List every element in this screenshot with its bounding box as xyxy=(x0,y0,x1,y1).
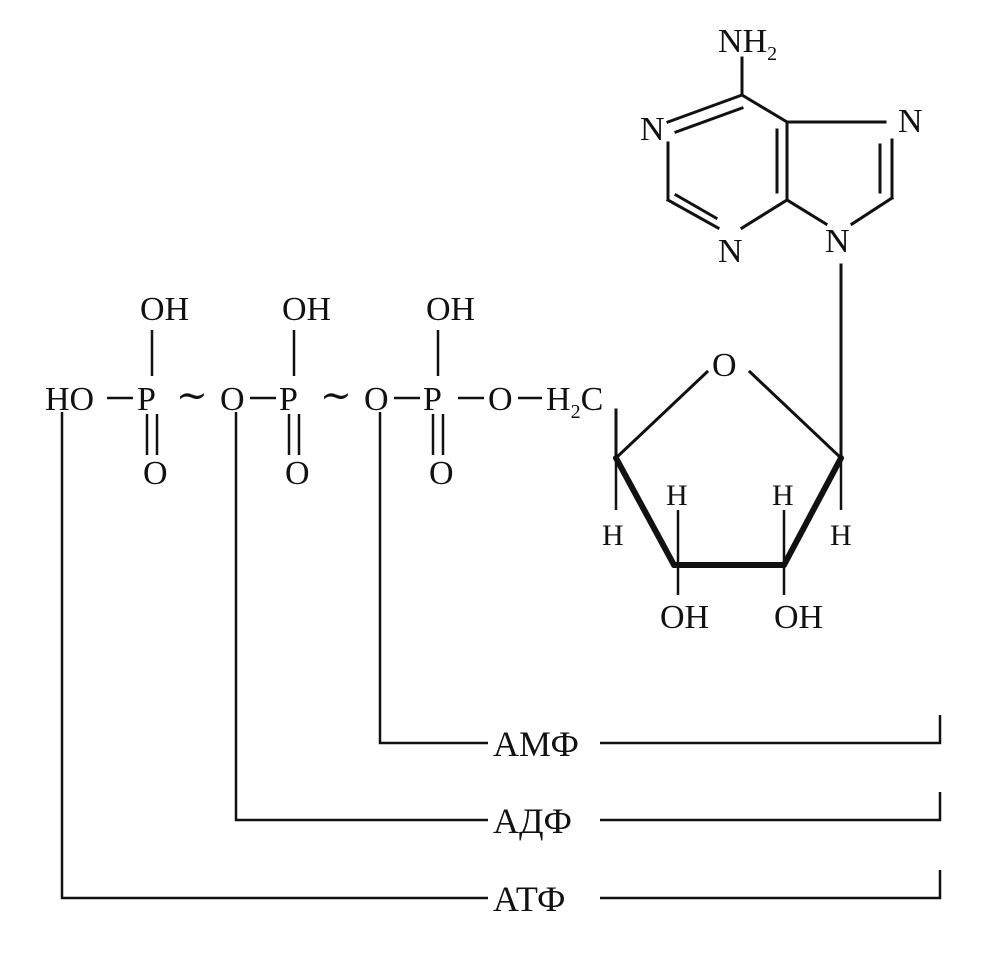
amp-bracket-right xyxy=(600,715,942,745)
n1-atom: N xyxy=(640,111,665,148)
p-gamma: P xyxy=(137,381,156,418)
amp-bracket-left xyxy=(378,412,488,745)
bond-c8-n9 xyxy=(849,195,895,227)
p-beta-oxo: O xyxy=(285,455,310,492)
high-energy-bond-1: ~ xyxy=(176,373,208,417)
p-gamma-oh: OH xyxy=(140,291,189,328)
bond-c4-n3 xyxy=(739,197,790,231)
p-gamma-oxo: O xyxy=(143,455,168,492)
bridging-oxygen-1: O xyxy=(220,381,245,418)
bond-n1-c6 xyxy=(666,93,744,124)
c4-hydrogen: H xyxy=(602,519,624,552)
bond-n3-c2 xyxy=(665,197,721,231)
adenine-base: NH2 N N N N xyxy=(640,23,923,270)
ribose-ring: O H H H H OH OH xyxy=(602,347,852,636)
atp-bracket-right xyxy=(600,870,942,900)
c2-hydroxyl: OH xyxy=(774,599,823,636)
adp-bracket-left xyxy=(234,412,488,822)
c3-hydroxyl: OH xyxy=(660,599,709,636)
bond-c4-c3 xyxy=(613,455,677,568)
terminal-hydroxyl: HO xyxy=(45,381,94,418)
methylene-group: H2C xyxy=(546,381,603,423)
c2-hydrogen: H xyxy=(772,479,794,512)
p-beta: P xyxy=(279,381,298,418)
bond-n3-c2-double xyxy=(673,192,719,221)
ester-oxygen: O xyxy=(488,381,513,418)
n3-atom: N xyxy=(718,233,743,270)
bond-n1-c6-double xyxy=(674,106,744,134)
amino-group-label: NH2 xyxy=(718,23,777,65)
p-alpha: P xyxy=(423,381,442,418)
bridging-oxygen-2: O xyxy=(364,381,389,418)
bond-o-c1 xyxy=(747,369,844,461)
nucleotide-brackets: АМФ АДФ АТФ xyxy=(60,412,942,919)
adp-bracket-right xyxy=(600,792,942,822)
n7-atom: N xyxy=(898,103,923,140)
bond-c4-o xyxy=(613,369,710,461)
p-alpha-oxo: O xyxy=(429,455,454,492)
n9-atom: N xyxy=(825,223,850,260)
atp-bracket-left xyxy=(60,412,488,900)
c1-hydrogen: H xyxy=(830,519,852,552)
p-alpha-oh: OH xyxy=(426,291,475,328)
bond-c6-c5 xyxy=(739,92,790,125)
amp-label: АМФ xyxy=(493,724,579,764)
atp-label: АТФ xyxy=(493,879,565,919)
high-energy-bond-2: ~ xyxy=(320,373,352,417)
adp-label: АДФ xyxy=(493,801,572,841)
c3-hydrogen: H xyxy=(666,479,688,512)
phosphate-chain: HO P OH O ~ O P OH O ~ O P OH O O H2 xyxy=(45,291,603,492)
ring-oxygen: O xyxy=(712,347,737,384)
bond-c2-c1 xyxy=(781,455,844,568)
bond-n9-c4 xyxy=(784,197,829,227)
p-beta-oh: OH xyxy=(282,291,331,328)
